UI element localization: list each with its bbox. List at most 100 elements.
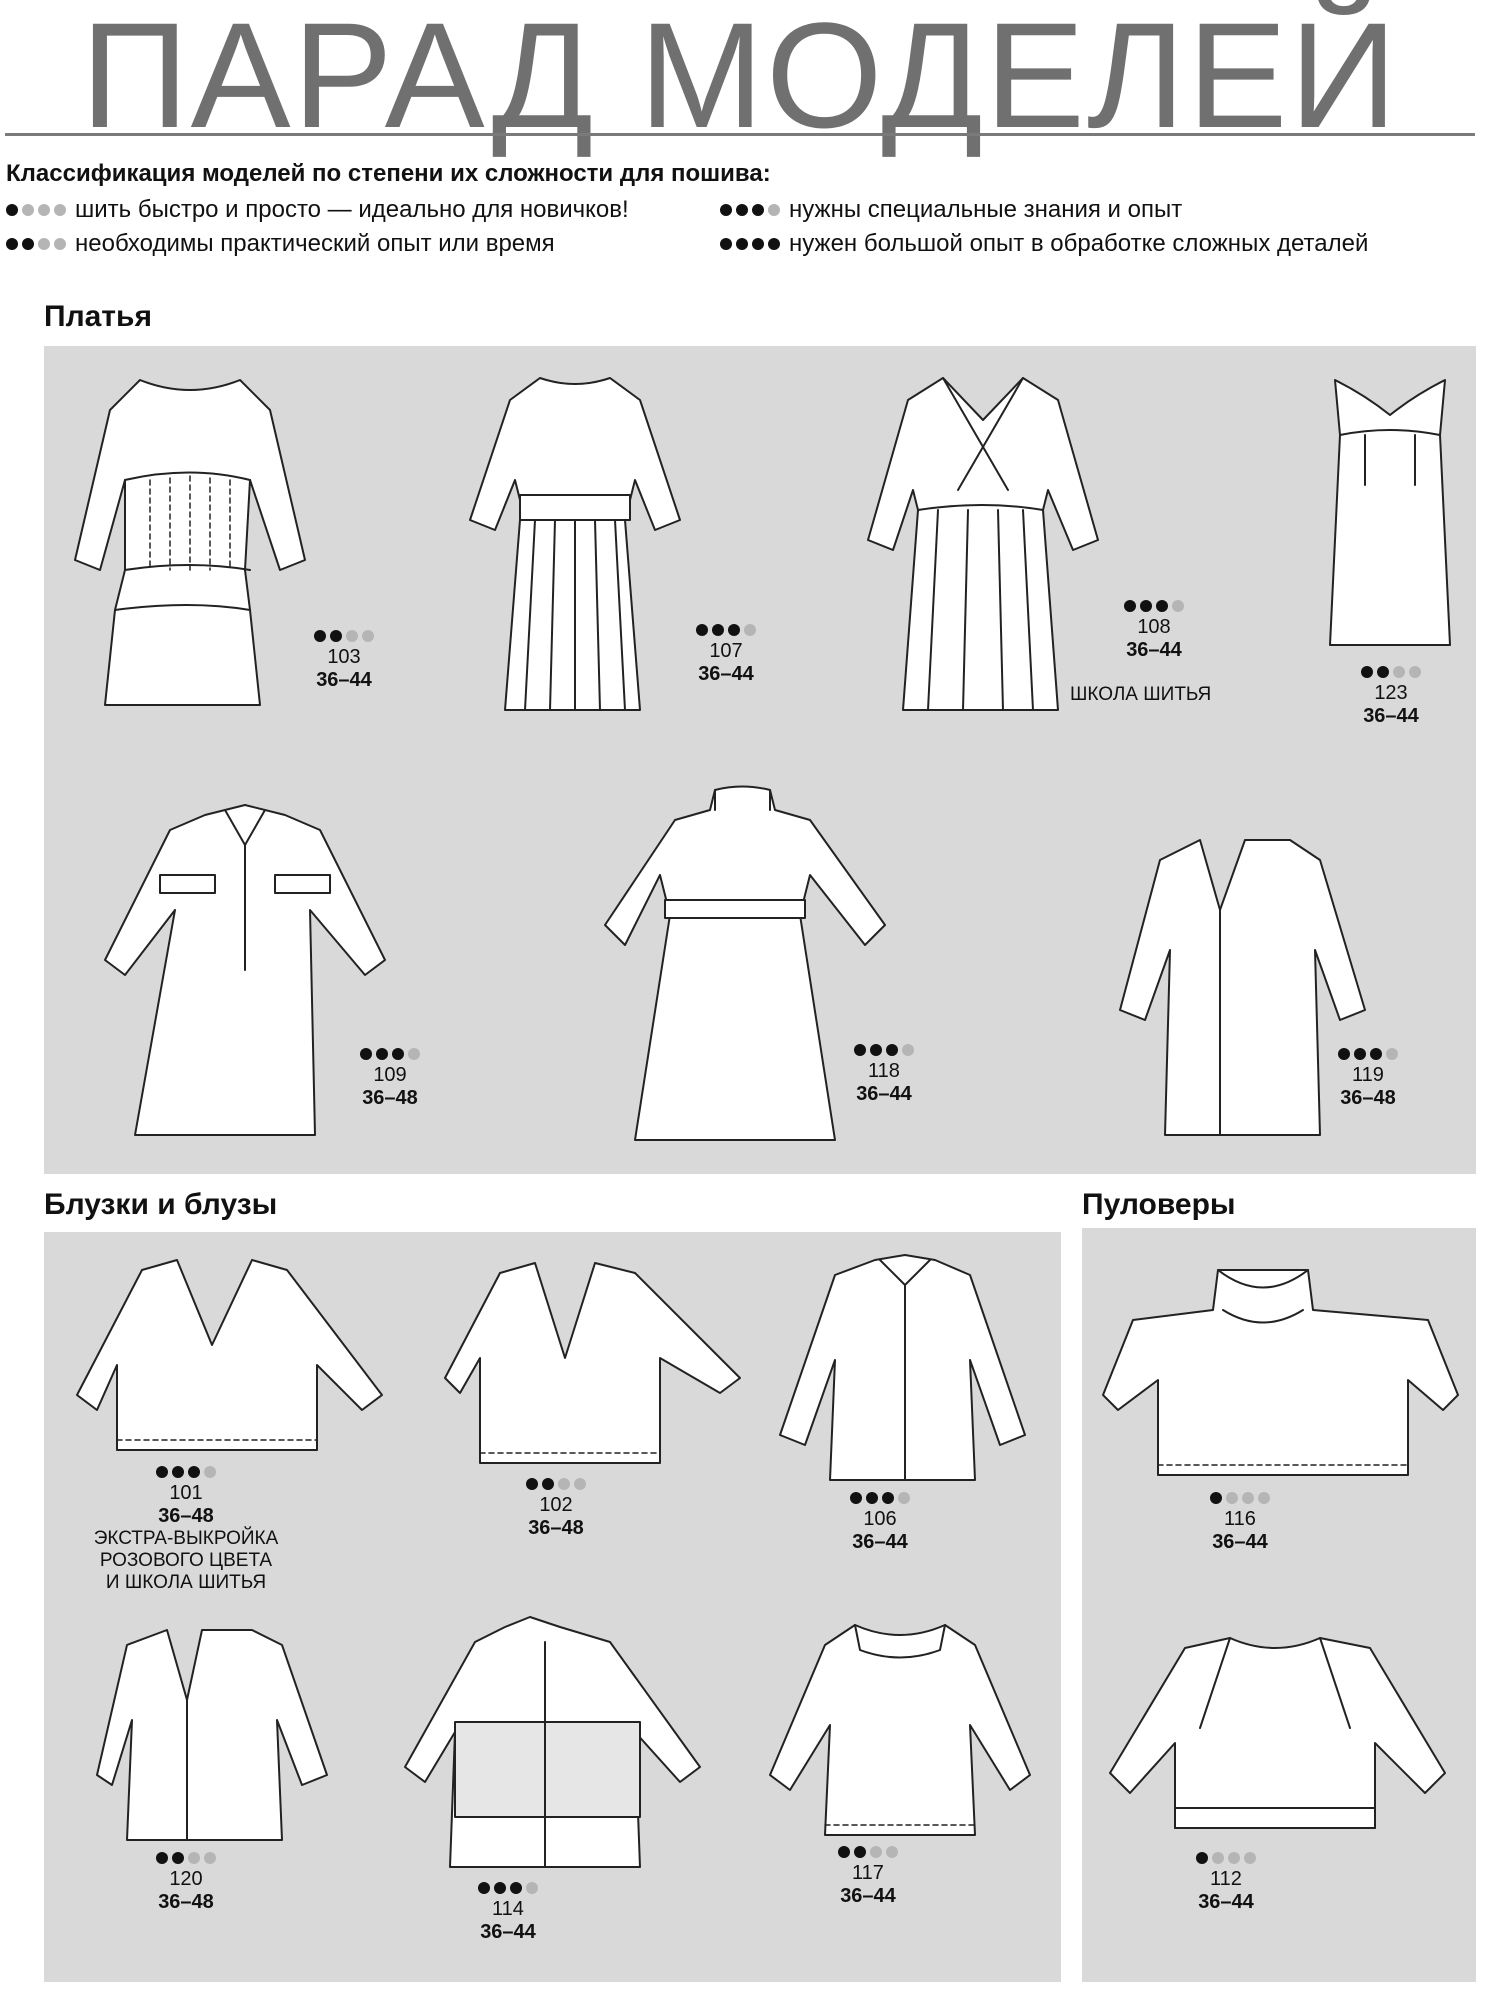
model-101[interactable]: 101 36–48 ЭКСТРА-ВЫКРОЙКА РОЗОВОГО ЦВЕТА… [86,1466,286,1594]
pullover-112-sketch[interactable] [1105,1628,1455,1833]
dress-103-sketch[interactable] [70,370,310,710]
section-heading-pullovers: Пуловеры [1082,1188,1236,1221]
dot-empty-icon [22,204,34,216]
dot-filled-icon [1377,666,1389,678]
blouse-102-sketch[interactable] [440,1258,745,1468]
model-sizes: 36–48 [158,1505,214,1527]
difficulty-dots [1140,1492,1340,1504]
model-119[interactable]: 119 36–48 [1268,1048,1468,1110]
dot-empty-icon [204,1466,216,1478]
difficulty-dots [290,1048,490,1060]
dot-filled-icon [314,630,326,642]
model-114[interactable]: 114 36–44 [408,1882,608,1944]
dot-filled-icon [1196,1852,1208,1864]
dot-filled-icon [1140,600,1152,612]
dress-123-sketch[interactable] [1320,375,1460,650]
blouse-114-sketch[interactable] [400,1612,705,1872]
dot-empty-icon [886,1846,898,1858]
model-120[interactable]: 120 36–48 [86,1852,286,1914]
title-divider [5,133,1475,136]
dot-filled-icon [392,1048,404,1060]
pullover-116-sketch[interactable] [1098,1265,1463,1480]
blouse-101-sketch[interactable] [72,1255,392,1455]
model-102[interactable]: 102 36–48 [456,1478,656,1540]
dress-107-sketch[interactable] [455,370,695,715]
dot-empty-icon [1244,1852,1256,1864]
model-number: 118 [868,1060,900,1082]
model-sizes: 36–44 [1198,1891,1254,1913]
dot-empty-icon [526,1882,538,1894]
difficulty-dots [6,204,66,216]
model-123[interactable]: 123 36–44 [1291,666,1491,728]
model-number: 120 [169,1868,203,1890]
dot-filled-icon [1210,1492,1222,1504]
dress-118-sketch[interactable] [595,775,890,1145]
dot-filled-icon [1370,1048,1382,1060]
model-number: 101 [169,1482,203,1504]
model-112[interactable]: 112 36–44 [1126,1852,1326,1914]
blouse-120-sketch[interactable] [92,1620,332,1845]
model-number: 109 [373,1064,407,1086]
dot-empty-icon [744,624,756,636]
dot-empty-icon [1393,666,1405,678]
difficulty-dots [780,1492,980,1504]
model-116[interactable]: 116 36–44 [1140,1492,1340,1554]
dot-empty-icon [1386,1048,1398,1060]
dot-empty-icon [1212,1852,1224,1864]
model-number: 114 [492,1898,524,1920]
model-sizes: 36–48 [158,1891,214,1913]
model-sizes: 36–44 [1363,705,1419,727]
legend-level-4: нужен большой опыт в обработке сложных д… [720,230,1368,258]
model-118[interactable]: 118 36–44 [784,1044,984,1106]
blouse-117-sketch[interactable] [760,1615,1040,1840]
dot-filled-icon [172,1852,184,1864]
model-number: 103 [327,646,361,668]
model-109[interactable]: 109 36–48 [290,1048,490,1110]
model-sizes: 36–44 [316,669,372,691]
model-107[interactable]: 107 36–44 [626,624,826,686]
dot-empty-icon [898,1492,910,1504]
difficulty-dots [1291,666,1491,678]
model-note: ШКОЛА ШИТЬЯ [1070,684,1212,705]
difficulty-dots [6,238,66,250]
dress-119-sketch[interactable] [1115,830,1385,1140]
difficulty-dots [784,1044,984,1056]
dot-filled-icon [376,1048,388,1060]
model-117[interactable]: 117 36–44 [768,1846,968,1908]
dot-filled-icon [6,238,18,250]
dot-filled-icon [720,204,732,216]
legend-title: Классификация моделей по степени их слож… [6,160,771,187]
model-108[interactable]: 108 36–44 [1054,600,1254,662]
dot-empty-icon [408,1048,420,1060]
dot-filled-icon [188,1466,200,1478]
dot-filled-icon [736,204,748,216]
dot-filled-icon [736,238,748,250]
model-sizes: 36–44 [1126,639,1182,661]
dress-108-sketch[interactable] [858,370,1108,715]
dress-109-sketch[interactable] [95,800,395,1140]
model-sizes: 36–48 [528,1517,584,1539]
difficulty-dots [720,204,780,216]
dot-filled-icon [1156,600,1168,612]
dot-empty-icon [1228,1852,1240,1864]
blouse-106-sketch[interactable] [770,1250,1040,1485]
legend-level-text: нужен большой опыт в обработке сложных д… [789,230,1369,257]
dot-filled-icon [1354,1048,1366,1060]
dot-filled-icon [854,1044,866,1056]
section-heading-blouses: Блузки и блузы [44,1188,278,1221]
dot-empty-icon [768,204,780,216]
dot-filled-icon [1338,1048,1350,1060]
model-106[interactable]: 106 36–44 [780,1492,980,1554]
dot-filled-icon [1361,666,1373,678]
model-sizes: 36–44 [698,663,754,685]
dot-empty-icon [1409,666,1421,678]
model-103[interactable]: 103 36–44 [244,630,444,692]
dot-filled-icon [156,1466,168,1478]
legend-level-text: шить быстро и просто — идеально для нови… [75,196,629,223]
dot-filled-icon [886,1044,898,1056]
dot-empty-icon [54,204,66,216]
dot-empty-icon [38,238,50,250]
section-heading-dresses: Платья [44,300,152,333]
model-sizes: 36–44 [840,1885,896,1907]
model-sizes: 36–48 [1340,1087,1396,1109]
